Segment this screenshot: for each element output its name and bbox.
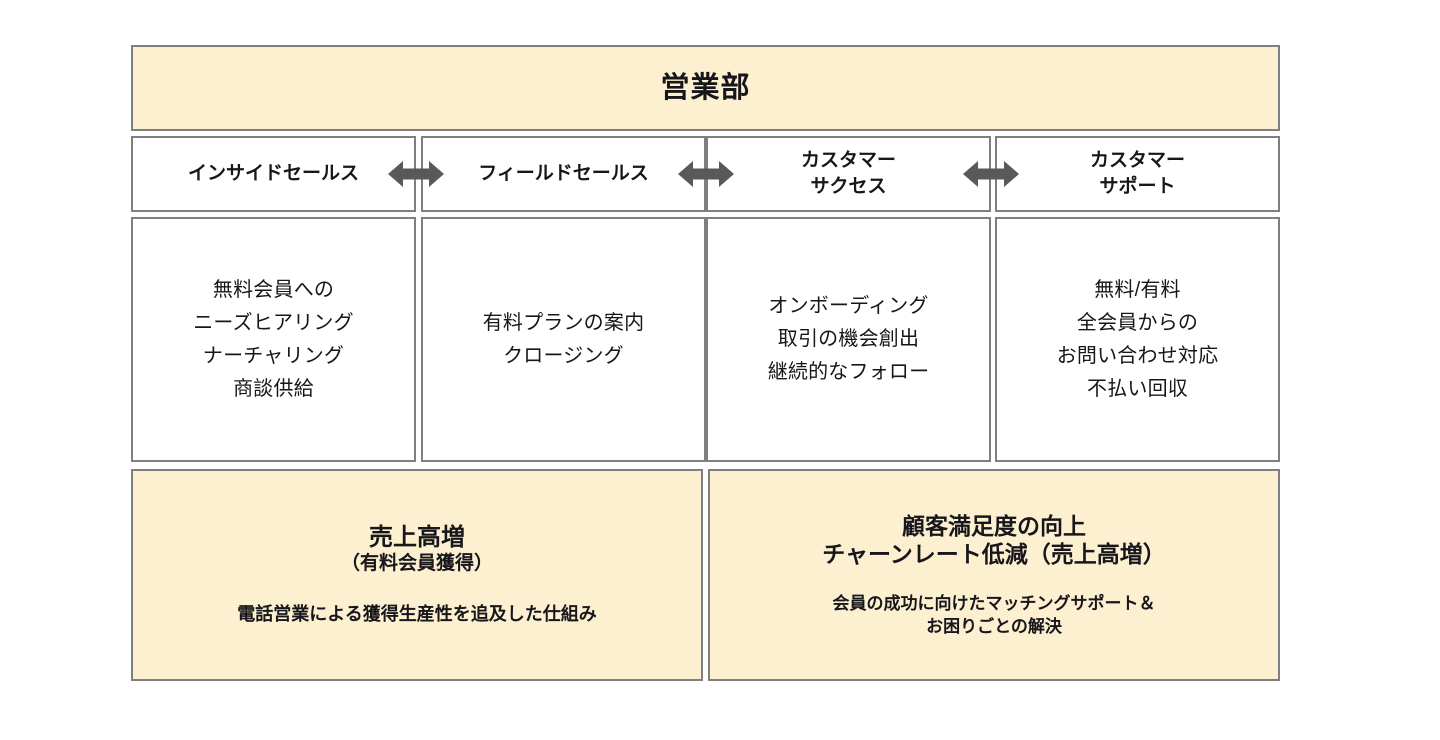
duty-line: 商談供給	[233, 377, 314, 400]
duty-box-inside-sales: 無料会員への ニーズヒアリング ナーチャリング 商談供給	[131, 217, 416, 462]
team-box-customer-success: カスタマー サクセス	[706, 136, 991, 212]
duty-list: 有料プランの案内 クロージング	[483, 307, 645, 373]
duty-line: 無料会員への	[212, 278, 335, 301]
outcome-box-sales-growth: 売上高増 （有料会員獲得） 電話営業による獲得生産性を追及した仕組み	[131, 469, 703, 681]
team-label-line: カスタマー	[800, 150, 896, 172]
duty-box-customer-support: 無料/有料 全会員からの お問い合わせ対応 不払い回収	[995, 217, 1280, 462]
duty-line: 有料プランの案内	[482, 311, 645, 334]
duty-line: ナーチャリング	[202, 344, 345, 367]
outcome-detail: 電話営業による獲得生産性を追及した仕組み	[237, 602, 596, 627]
team-label-line: カスタマー	[1089, 150, 1185, 172]
double-arrow-icon	[678, 158, 734, 190]
team-box-inside-sales: インサイドセールス	[131, 136, 416, 212]
outcome-heading: 顧客満足度の向上 チャーンレート低減（売上高増）	[822, 512, 1166, 568]
outcome-heading-line: 顧客満足度の向上	[902, 512, 1086, 539]
page-title: 営業部	[660, 71, 751, 104]
org-structure-diagram: 営業部 インサイドセールス フィールドセールス カスタマー サクセス カスタマー…	[131, 45, 1280, 681]
duty-line: オンボーディング	[768, 295, 929, 317]
duty-line: ニーズヒアリング	[193, 311, 354, 334]
duty-list: 無料会員への ニーズヒアリング ナーチャリング 商談供給	[193, 274, 354, 406]
department-header-box: 営業部	[131, 45, 1280, 131]
double-arrow-icon	[388, 158, 444, 190]
team-box-customer-support: カスタマー サポート	[995, 136, 1280, 212]
duty-list: オンボーディング 取引の機会創出 継続的なフォロー	[768, 290, 930, 389]
duty-line: 無料/有料	[1094, 278, 1181, 301]
team-label-customer-success: カスタマー サクセス	[801, 148, 896, 199]
outcome-detail-line: 会員の成功に向けたマッチングサポート＆	[832, 593, 1156, 613]
duty-line: 取引の機会創出	[777, 328, 920, 350]
team-label-field-sales: フィールドセールス	[478, 161, 649, 187]
duty-line: 不払い回収	[1086, 377, 1188, 400]
outcome-detail-line: 電話営業による獲得生産性を追及した仕組み	[237, 604, 597, 625]
duty-box-field-sales: 有料プランの案内 クロージング	[421, 217, 706, 462]
duty-line: お問い合わせ対応	[1056, 344, 1219, 367]
team-label-line: サポート	[1099, 176, 1176, 197]
team-label-line: フィールドセールス	[478, 163, 649, 185]
outcome-detail-line: お困りごとの解決	[926, 617, 1062, 637]
outcome-box-customer-satisfaction: 顧客満足度の向上 チャーンレート低減（売上高増） 会員の成功に向けたマッチングサ…	[708, 469, 1280, 681]
team-label-line: サクセス	[810, 176, 887, 197]
team-label-customer-support: カスタマー サポート	[1090, 148, 1185, 199]
duty-line: クロージング	[503, 344, 624, 367]
duty-list: 無料/有料 全会員からの お問い合わせ対応 不払い回収	[1057, 274, 1219, 406]
outcome-heading-line: チャーンレート低減（売上高増）	[822, 540, 1166, 567]
duty-line: 継続的なフォロー	[767, 361, 930, 383]
outcome-detail: 会員の成功に向けたマッチングサポート＆ お困りごとの解決	[833, 592, 1156, 639]
duty-box-customer-success: オンボーディング 取引の機会創出 継続的なフォロー	[706, 217, 991, 462]
outcome-heading: 売上高増	[369, 524, 465, 552]
double-arrow-icon	[963, 158, 1019, 190]
duty-line: 全会員からの	[1076, 311, 1199, 334]
team-label-inside-sales: インサイドセールス	[188, 161, 359, 187]
team-label-line: インサイドセールス	[187, 163, 359, 185]
team-box-field-sales: フィールドセールス	[421, 136, 706, 212]
outcome-subheading: （有料会員獲得）	[340, 553, 493, 575]
